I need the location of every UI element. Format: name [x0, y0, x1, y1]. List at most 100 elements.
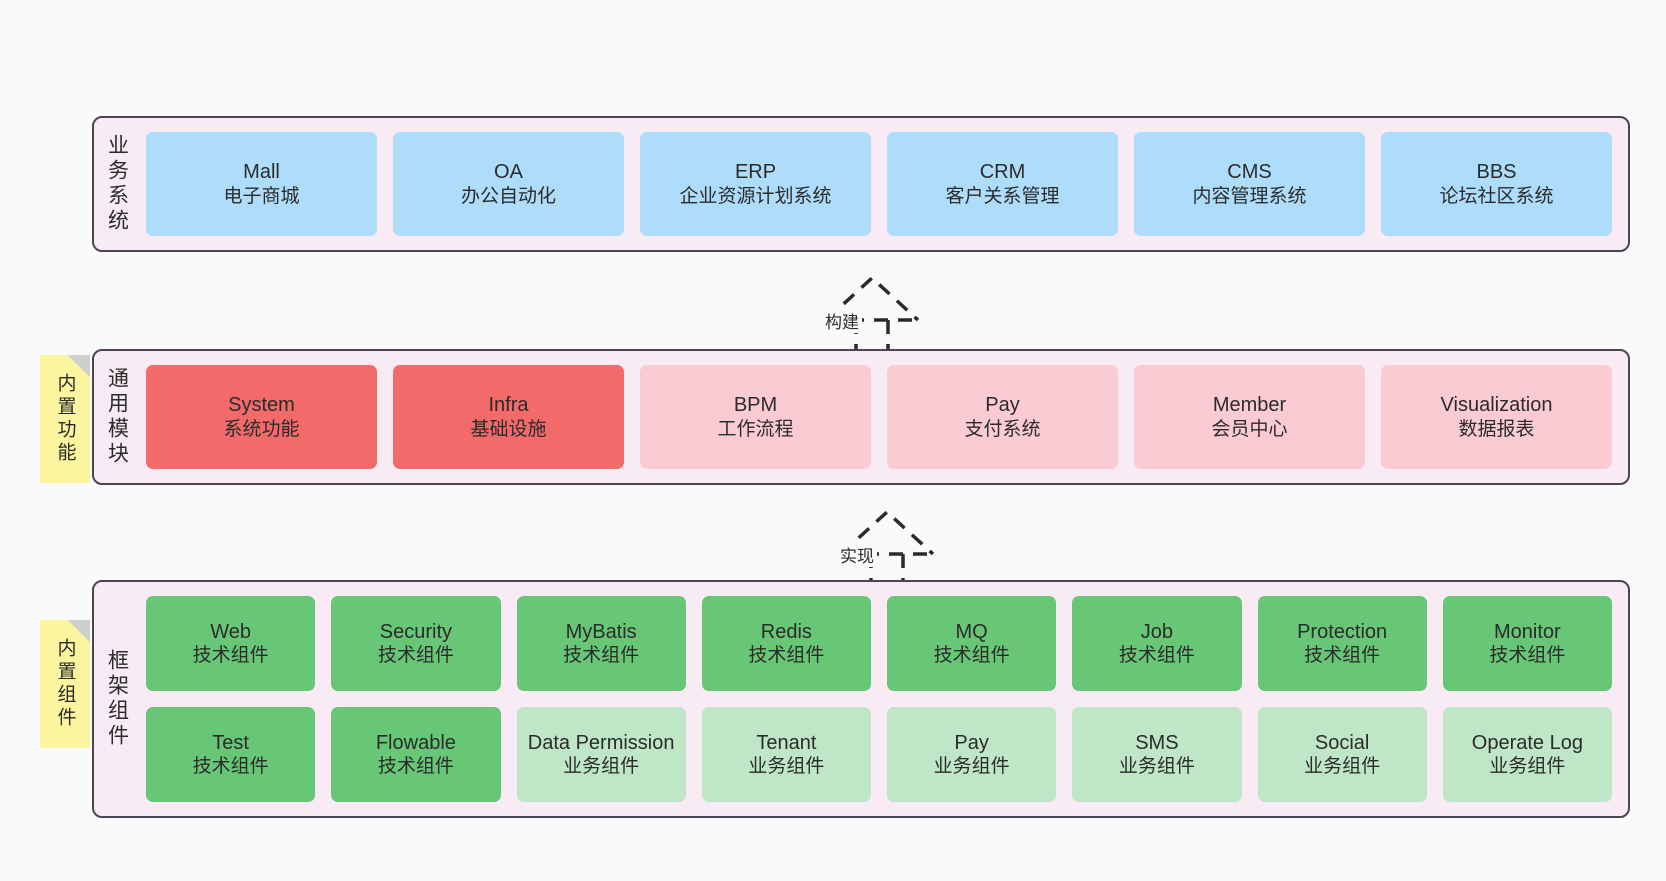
tile-title: Flowable: [375, 731, 456, 754]
sticky-note-label: 内置组件: [54, 638, 76, 730]
tile-subtitle: 业务组件: [1489, 756, 1566, 778]
tile-title: BBS: [1476, 161, 1517, 184]
tile-title: Pay: [954, 731, 989, 754]
tile-subtitle: 业务组件: [1118, 756, 1195, 778]
tile-title: Tenant: [756, 731, 817, 754]
tile-title: Mall: [243, 161, 280, 184]
tile-title: MyBatis: [565, 620, 637, 643]
tile-title: CMS: [1227, 161, 1272, 184]
tile-cms[interactable]: CMS 内容管理系统: [1134, 132, 1365, 236]
tile-subtitle: 技术组件: [192, 756, 269, 778]
tile-subtitle: 支付系统: [964, 418, 1041, 440]
tile-bpm[interactable]: BPM 工作流程: [640, 365, 871, 469]
tile-crm[interactable]: CRM 客户关系管理: [887, 132, 1118, 236]
tile-row: Web 技术组件 Security 技术组件 MyBatis 技术组件 Redi…: [146, 596, 1612, 691]
tile-job[interactable]: Job 技术组件: [1072, 596, 1242, 691]
tile-title: Redis: [760, 620, 812, 643]
sticky-note-builtin-components: 内置组件: [40, 620, 90, 748]
tile-subtitle: 技术组件: [1118, 645, 1195, 667]
layer-common-modules: 通用模块 System 系统功能 Infra 基础设施 BPM 工作流程 Pay…: [92, 349, 1630, 485]
tile-mq[interactable]: MQ 技术组件: [887, 596, 1057, 691]
tile-sms[interactable]: SMS 业务组件: [1072, 707, 1242, 802]
tile-subtitle: 电子商城: [223, 185, 300, 207]
tile-subtitle: 技术组件: [563, 645, 640, 667]
tile-subtitle: 技术组件: [1304, 645, 1381, 667]
tile-erp[interactable]: ERP 企业资源计划系统: [640, 132, 871, 236]
layer-tiles-common-modules: System 系统功能 Infra 基础设施 BPM 工作流程 Pay 支付系统…: [140, 351, 1628, 483]
tile-title: Job: [1140, 620, 1173, 643]
tile-test[interactable]: Test 技术组件: [146, 707, 316, 802]
tile-title: ERP: [734, 161, 777, 184]
tile-subtitle: 业务组件: [748, 756, 825, 778]
tile-subtitle: 技术组件: [748, 645, 825, 667]
tile-visualization[interactable]: Visualization 数据报表: [1381, 365, 1612, 469]
tile-mybatis[interactable]: MyBatis 技术组件: [516, 596, 686, 691]
tile-title: Monitor: [1494, 620, 1561, 643]
tile-web[interactable]: Web 技术组件: [146, 596, 316, 691]
tile-title: OA: [494, 161, 523, 184]
tile-row: Test 技术组件 Flowable 技术组件 Data Permission …: [146, 707, 1612, 802]
layer-title-framework-components: 框架组件: [105, 649, 129, 749]
tile-title: Data Permission: [527, 731, 675, 754]
tile-member[interactable]: Member 会员中心: [1134, 365, 1365, 469]
tile-operate-log[interactable]: Operate Log 业务组件: [1442, 707, 1612, 802]
tile-title: Member: [1212, 394, 1287, 417]
tile-monitor[interactable]: Monitor 技术组件: [1442, 596, 1612, 691]
tile-subtitle: 技术组件: [192, 645, 269, 667]
tile-flowable[interactable]: Flowable 技术组件: [331, 707, 501, 802]
sticky-note-label: 内置功能: [54, 373, 76, 465]
connector-implement: 实现: [815, 500, 975, 588]
tile-subtitle: 业务组件: [563, 756, 640, 778]
tile-title: Test: [212, 731, 249, 754]
tile-title: Web: [210, 620, 251, 643]
tile-title: CRM: [979, 161, 1026, 184]
tile-subtitle: 技术组件: [377, 645, 454, 667]
tile-data-permission[interactable]: Data Permission 业务组件: [516, 707, 686, 802]
tile-tenant[interactable]: Tenant 业务组件: [701, 707, 871, 802]
tile-title: System: [228, 394, 295, 417]
tile-subtitle: 工作流程: [717, 418, 794, 440]
tile-title: BPM: [733, 394, 778, 417]
tile-title: MQ: [955, 620, 988, 643]
layer-title-common-modules: 通用模块: [105, 367, 129, 467]
tile-subtitle: 内容管理系统: [1192, 185, 1307, 207]
tile-title: SMS: [1135, 731, 1179, 754]
tile-title: Infra: [488, 394, 529, 417]
layer-tiles-business-systems: Mall 电子商城 OA 办公自动化 ERP 企业资源计划系统 CRM 客户关系…: [140, 118, 1628, 250]
tile-row: System 系统功能 Infra 基础设施 BPM 工作流程 Pay 支付系统…: [146, 365, 1612, 469]
tile-subtitle: 办公自动化: [460, 185, 556, 207]
tile-system[interactable]: System 系统功能: [146, 365, 377, 469]
tile-subtitle: 数据报表: [1458, 418, 1535, 440]
tile-pay-module[interactable]: Pay 支付系统: [887, 365, 1118, 469]
tile-protection[interactable]: Protection 技术组件: [1257, 596, 1427, 691]
tile-row: Mall 电子商城 OA 办公自动化 ERP 企业资源计划系统 CRM 客户关系…: [146, 132, 1612, 236]
tile-mall[interactable]: Mall 电子商城: [146, 132, 377, 236]
tile-pay-component[interactable]: Pay 业务组件: [887, 707, 1057, 802]
tile-subtitle: 会员中心: [1211, 418, 1288, 440]
tile-subtitle: 基础设施: [470, 418, 547, 440]
tile-subtitle: 技术组件: [1489, 645, 1566, 667]
connector-build-label: 构建: [822, 308, 862, 333]
tile-subtitle: 系统功能: [223, 418, 300, 440]
tile-social[interactable]: Social 业务组件: [1257, 707, 1427, 802]
tile-oa[interactable]: OA 办公自动化: [393, 132, 624, 236]
layer-business-systems: 业务系统 Mall 电子商城 OA 办公自动化 ERP 企业资源计划系统 CRM…: [92, 116, 1630, 252]
layer-tiles-framework-components: Web 技术组件 Security 技术组件 MyBatis 技术组件 Redi…: [140, 582, 1628, 816]
tile-title: Protection: [1297, 620, 1388, 643]
tile-title: Visualization: [1440, 394, 1553, 417]
tile-title: Pay: [985, 394, 1020, 417]
tile-title: Security: [379, 620, 452, 643]
tile-subtitle: 业务组件: [933, 756, 1010, 778]
tile-bbs[interactable]: BBS 论坛社区系统: [1381, 132, 1612, 236]
tile-subtitle: 技术组件: [377, 756, 454, 778]
connector-build: 构建: [800, 266, 960, 354]
tile-redis[interactable]: Redis 技术组件: [701, 596, 871, 691]
tile-subtitle: 客户关系管理: [945, 185, 1060, 207]
tile-security[interactable]: Security 技术组件: [331, 596, 501, 691]
sticky-note-builtin-features: 内置功能: [40, 355, 90, 483]
tile-infra[interactable]: Infra 基础设施: [393, 365, 624, 469]
tile-subtitle: 论坛社区系统: [1439, 185, 1554, 207]
layer-title-business-systems: 业务系统: [105, 134, 129, 234]
tile-title: Operate Log: [1471, 731, 1583, 754]
